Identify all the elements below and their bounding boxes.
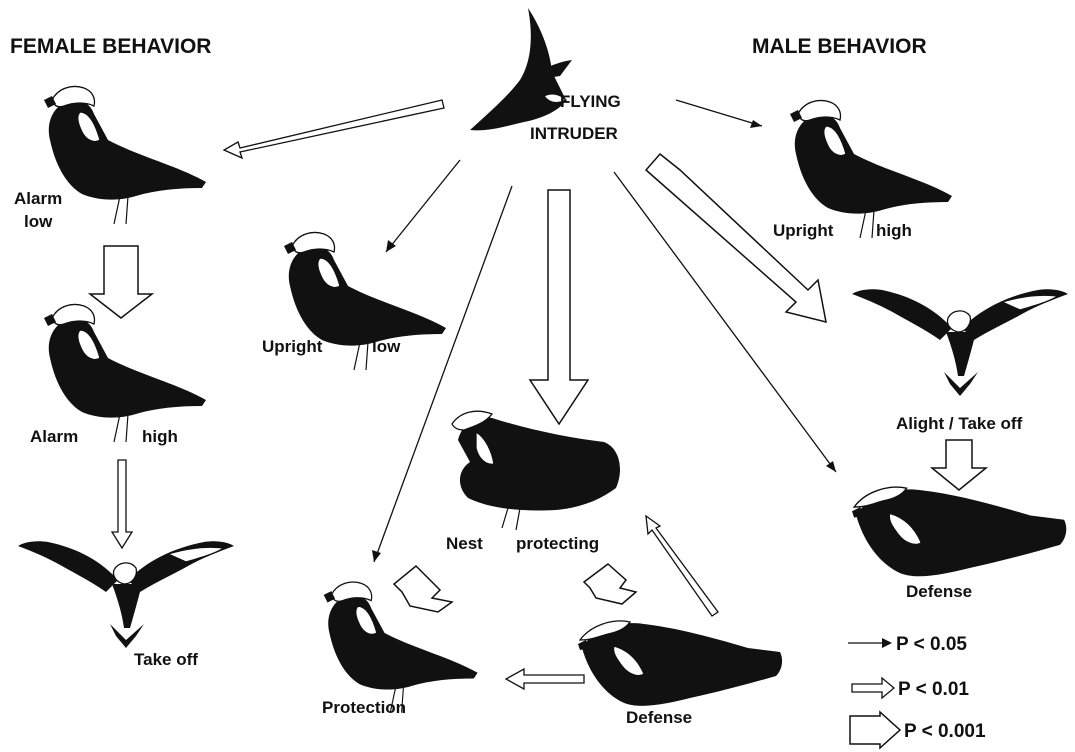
alarm-high-bird (44, 305, 206, 443)
alarm-high-label-b: high (142, 427, 178, 446)
upright-high-label-a: Upright (773, 221, 834, 240)
alarm-high-label-a: Alarm (30, 427, 78, 446)
take-off-label: Take off (134, 650, 198, 669)
defense-bottom-label: Defense (626, 708, 692, 727)
legend-p01: P < 0.01 (898, 679, 969, 700)
alight-take-off-bird (852, 289, 1068, 396)
male-behavior-header: MALE BEHAVIOR (752, 35, 927, 58)
flying-label: FLYING (560, 92, 621, 111)
defense-right-label: Defense (906, 582, 972, 601)
nest-label-b: protecting (516, 534, 599, 553)
upright-low-label-b: low (372, 337, 401, 356)
upright-low-label-a: Upright (262, 337, 323, 356)
take-off-bird (18, 541, 234, 648)
female-behavior-header: FEMALE BEHAVIOR (10, 35, 211, 58)
defense-bird-bottom (578, 621, 782, 706)
legend-p001: P < 0.001 (904, 721, 986, 742)
alarm-low-label-2: low (24, 212, 53, 231)
upright-high-label-b: high (876, 221, 912, 240)
nest-label-a: Nest (446, 534, 483, 553)
alight-label: Alight / Take off (896, 414, 1023, 433)
protection-bird (324, 582, 478, 713)
upright-high-bird (790, 101, 952, 239)
legend: P < 0.05 P < 0.01 P < 0.001 (848, 634, 986, 748)
legend-double-arrow (852, 678, 894, 698)
alarm-low-bird (44, 87, 206, 225)
legend-p05: P < 0.05 (896, 634, 967, 655)
intruder-label: INTRUDER (530, 124, 618, 143)
nest-protecting-bird (452, 411, 620, 530)
flying-intruder-bird (470, 8, 572, 130)
legend-big-arrow (850, 712, 900, 748)
protection-label: Protection (322, 698, 406, 717)
alarm-low-label-1: Alarm (14, 189, 62, 208)
defense-bird-right (852, 487, 1066, 576)
